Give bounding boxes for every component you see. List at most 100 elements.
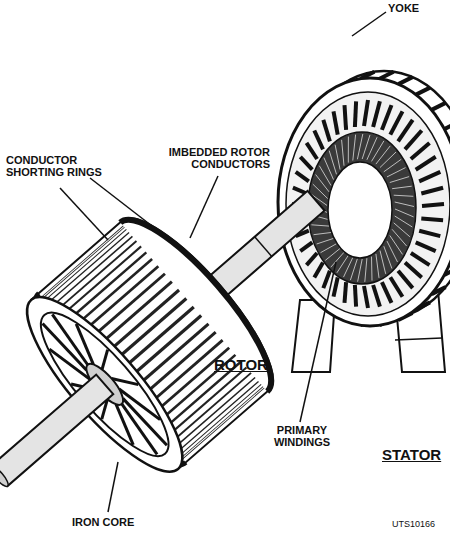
stator-slot bbox=[300, 157, 312, 170]
winding-turn bbox=[316, 175, 330, 192]
stator-slot bbox=[382, 282, 392, 303]
leader-lines bbox=[60, 12, 386, 512]
component-title: ROTOR bbox=[214, 356, 294, 373]
winding-turn bbox=[329, 151, 336, 175]
winding-turn bbox=[367, 137, 377, 160]
stator-slot bbox=[405, 131, 422, 150]
stator-slot bbox=[421, 188, 443, 194]
winding-turn bbox=[371, 257, 373, 281]
stator-slot bbox=[334, 277, 338, 296]
stator-slot bbox=[364, 286, 368, 308]
shaft-end bbox=[0, 464, 11, 489]
part-label: CONDUCTOR SHORTING RINGS bbox=[6, 154, 106, 178]
stator-slot bbox=[419, 172, 440, 181]
stator-slot bbox=[355, 285, 356, 307]
primary-winding bbox=[308, 132, 416, 284]
stator-slot bbox=[334, 111, 338, 134]
winding-turn bbox=[384, 159, 401, 172]
part-label: PRIMARY WINDINGS bbox=[262, 424, 342, 448]
winding-turn bbox=[392, 229, 407, 246]
winding-turn bbox=[376, 254, 379, 278]
winding-turn bbox=[342, 140, 344, 166]
winding-turn bbox=[380, 251, 386, 274]
part-label: IRON CORE bbox=[72, 516, 162, 528]
winding-turn bbox=[311, 225, 329, 226]
winding-turn bbox=[348, 137, 349, 163]
winding-turn bbox=[387, 168, 406, 177]
winding-turn bbox=[392, 186, 412, 189]
winding-turns bbox=[310, 134, 414, 282]
fan-blade bbox=[117, 404, 162, 454]
rotor-drawing bbox=[0, 116, 390, 550]
stator-slot bbox=[411, 143, 430, 159]
foot-edge bbox=[395, 338, 442, 340]
stator-slot bbox=[314, 263, 323, 278]
stator-slot bbox=[421, 219, 443, 221]
stator-slot bbox=[390, 111, 402, 134]
winding-turn bbox=[376, 146, 390, 164]
winding-turn bbox=[394, 195, 414, 196]
winding-turn bbox=[390, 177, 409, 183]
winding-turn bbox=[313, 184, 328, 199]
component-title: STATOR bbox=[382, 446, 450, 463]
stator-slot bbox=[422, 204, 444, 206]
fan-blade bbox=[106, 404, 144, 445]
stator-slot bbox=[411, 253, 430, 265]
frame-rib bbox=[416, 88, 430, 95]
winding-turn bbox=[358, 259, 363, 282]
stator-slot bbox=[398, 120, 413, 141]
winding-turn bbox=[314, 233, 332, 235]
stator-slot bbox=[416, 157, 436, 170]
stator-slot bbox=[345, 105, 347, 130]
rotor-conductor bbox=[39, 229, 127, 306]
stator-slot bbox=[307, 253, 318, 265]
stator-slot bbox=[416, 242, 436, 251]
frame-rib bbox=[432, 103, 446, 110]
stator-slot bbox=[405, 263, 422, 278]
stator-slot bbox=[300, 242, 312, 251]
fan-blade bbox=[119, 382, 160, 427]
winding-turn bbox=[353, 135, 356, 161]
stator-slot bbox=[373, 101, 380, 127]
fan-blade bbox=[66, 324, 104, 365]
figure-number: UTS10166 bbox=[392, 518, 450, 530]
leader-line bbox=[300, 262, 336, 422]
winding-turn bbox=[317, 238, 334, 244]
stator-slot bbox=[323, 120, 330, 141]
fan-blade bbox=[48, 314, 93, 364]
winding-turn bbox=[395, 209, 414, 217]
shaft-step bbox=[255, 237, 272, 257]
leader-line bbox=[108, 462, 118, 512]
winding-turn bbox=[384, 246, 392, 268]
winding-turn bbox=[395, 202, 414, 207]
stator-slot bbox=[345, 282, 347, 303]
leader-line bbox=[60, 188, 108, 240]
fan-blade bbox=[49, 342, 90, 387]
winding-turn bbox=[325, 248, 340, 260]
stator-slot bbox=[314, 131, 323, 150]
rotor-conductor bbox=[171, 381, 259, 458]
stator-slot bbox=[373, 285, 380, 307]
winding-turn bbox=[321, 244, 337, 253]
leader-line bbox=[90, 178, 152, 226]
rotor-conductor bbox=[41, 232, 129, 309]
stator-slot bbox=[296, 172, 309, 181]
part-label: YOKE bbox=[388, 2, 438, 14]
stator-slot bbox=[382, 105, 392, 130]
rotor-conductor bbox=[176, 388, 264, 465]
stator-slot bbox=[364, 100, 368, 126]
winding-turn bbox=[357, 134, 362, 159]
rotor-shaft bbox=[0, 375, 113, 486]
winding-turn bbox=[365, 258, 367, 282]
rotor-conductor bbox=[173, 384, 261, 461]
stator-slot bbox=[390, 277, 402, 296]
frame-rib bbox=[398, 77, 412, 84]
stator-slot bbox=[398, 271, 413, 288]
stator-bore bbox=[328, 162, 392, 258]
rotor-conductor bbox=[175, 386, 263, 463]
leader-line bbox=[352, 12, 386, 36]
leader-line bbox=[190, 176, 218, 238]
stator-slot bbox=[323, 271, 330, 288]
